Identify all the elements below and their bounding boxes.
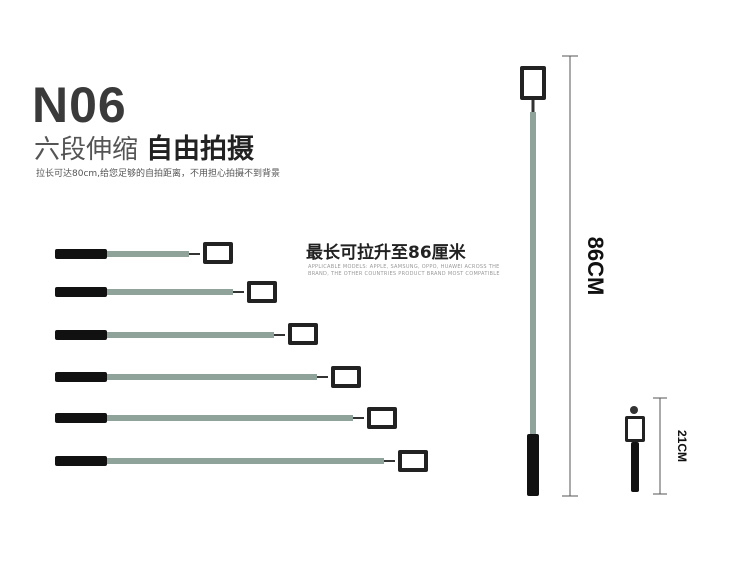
selfie-stick-1 [55, 242, 233, 264]
selfie-stick-4 [55, 366, 361, 388]
extended-length-label: 86CM [583, 236, 608, 296]
folded-length-label: 21CM [675, 429, 689, 462]
product-subtitle: 六段伸缩自由拍摄 [34, 136, 254, 163]
subtitle-bold: 自由拍摄 [146, 134, 255, 165]
selfie-stick-3 [55, 323, 318, 345]
horizontal-sticks [55, 242, 428, 472]
folded-stick [625, 406, 645, 492]
dimension-line-21 [653, 397, 667, 495]
selfie-stick-2 [55, 281, 277, 303]
compatibility-fine-print: APPLICABLE MODELS: APPLE, SAMSUNG, OPPO,… [308, 264, 500, 277]
model-title: N06 [32, 77, 127, 133]
dimension-line-86 [562, 55, 578, 497]
product-description: 拉长可达80cm,给您足够的自拍距离，不用担心拍摄不到背景 [36, 169, 281, 179]
selfie-stick-5 [55, 407, 397, 429]
feature-headline: 最长可拉升至86厘米 [306, 243, 466, 263]
selfie-stick-6 [55, 450, 428, 472]
subtitle-light: 六段伸缩 [34, 135, 139, 165]
extended-stick [520, 66, 546, 496]
